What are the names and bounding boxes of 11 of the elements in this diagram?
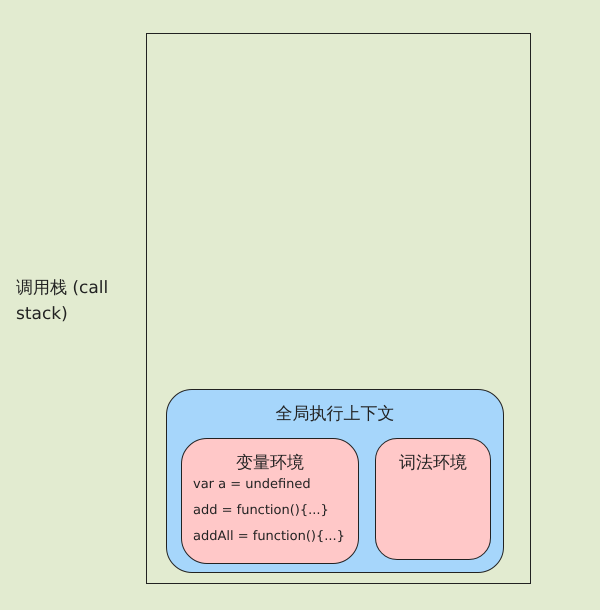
environment-box [181,438,359,564]
code-line: addAll = function(){...} [193,529,345,544]
code-line: var a = undefined [193,477,311,492]
call-stack-box [146,33,531,584]
box-title: 变量环境 [235,452,305,474]
code-line: add = function(){...} [193,503,329,518]
stack-label: 调用栈 (call stack) [16,277,110,326]
environment-box [375,438,491,560]
context-box [166,389,504,573]
box-title: 全局执行上下文 [274,403,396,425]
box-title: 词法环境 [398,452,468,474]
